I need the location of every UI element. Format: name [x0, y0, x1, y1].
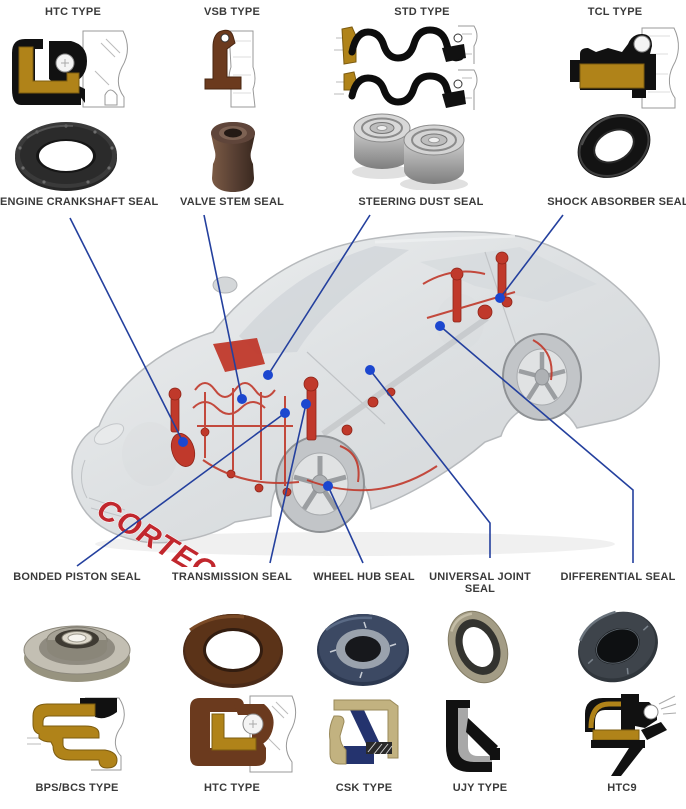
connector-dot-bonded-piston	[280, 408, 290, 418]
type-label-bps-bcs: BPS/BCS TYPE	[35, 782, 119, 794]
type-label-vsb: VSB TYPE	[203, 6, 260, 18]
ujy-cross-section-diagram	[446, 700, 500, 772]
seal-label-differential: DIFFERENTIAL SEAL	[560, 571, 676, 583]
seal-label-universal-joint: UNIVERSAL JOINT SEAL	[429, 571, 531, 595]
highlighted-lines	[192, 270, 553, 492]
universal-joint-seal-photo	[447, 610, 509, 684]
type-label-csk: CSK TYPE	[335, 782, 393, 794]
connector-dot-wheel-hub	[323, 481, 333, 491]
htc-bottom-cross-section-diagram	[190, 695, 297, 773]
differential-seal-photo	[578, 610, 658, 683]
connector-dot-shock-absorber	[495, 293, 505, 303]
connector-line-shock-absorber	[499, 214, 564, 299]
seal-label-bonded-piston: BONDED PISTON SEAL	[13, 571, 141, 583]
bps-bcs-cross-section-diagram	[27, 697, 125, 771]
steering-dust-seal-photo	[352, 113, 468, 190]
connector-dot-valve-stem	[237, 394, 247, 404]
bonded-piston-seal-photo	[23, 625, 131, 682]
type-label-htc9: HTC9	[607, 782, 637, 794]
connector-line-valve-stem	[203, 214, 243, 400]
connector-line-universal-joint	[369, 369, 491, 558]
connector-dot-universal-joint	[365, 365, 375, 375]
connector-line-engine-crankshaft	[69, 217, 184, 443]
connector-dot-transmission	[301, 399, 311, 409]
tcl-cross-section-diagram	[570, 27, 679, 109]
seal-label-wheel-hub: WHEEL HUB SEAL	[313, 571, 415, 583]
engine-crankshaft-seal-photo	[15, 122, 117, 191]
vsb-cross-section-diagram	[204, 29, 256, 108]
seal-label-valve-stem: VALVE STEM SEAL	[179, 196, 285, 208]
seal-label-steering-dust: STEERING DUST SEAL	[358, 196, 484, 208]
car-illustration: CORTECO	[71, 230, 660, 567]
htc-cross-section-diagram	[12, 30, 128, 108]
connector-dot-steering-dust	[263, 370, 273, 380]
type-label-ujy: UJY TYPE	[452, 782, 508, 794]
type-label-std: STD TYPE	[394, 6, 450, 18]
transmission-seal-photo	[183, 614, 283, 688]
wheel-hub-seal-photo	[317, 614, 409, 686]
connector-dot-differential	[435, 321, 445, 331]
connector-line-transmission	[269, 403, 307, 564]
type-label-htc: HTC TYPE	[45, 6, 101, 18]
connector-line-wheel-hub	[327, 485, 364, 564]
connector-dot-engine-crankshaft	[178, 437, 188, 447]
type-label-htc-bottom: HTC TYPE	[204, 782, 260, 794]
htc9-cross-section-diagram	[585, 694, 677, 776]
seal-label-shock-absorber: SHOCK ABSORBER SEAL	[547, 196, 686, 208]
connector-line-differential	[439, 325, 634, 563]
seal-label-engine-crankshaft: ENGINE CRANKSHAFT SEAL	[0, 196, 159, 208]
valve-stem-seal-photo	[211, 122, 255, 192]
shock-absorber-seal-photo	[577, 114, 651, 178]
type-label-tcl: TCL TYPE	[587, 6, 643, 18]
rear-wheel	[502, 333, 582, 421]
csk-cross-section-diagram	[329, 699, 399, 765]
seal-label-transmission: TRANSMISSION SEAL	[171, 571, 293, 583]
connector-line-bonded-piston	[76, 412, 286, 567]
std-cross-section-diagram	[334, 25, 478, 110]
connector-line-steering-dust	[267, 214, 371, 376]
